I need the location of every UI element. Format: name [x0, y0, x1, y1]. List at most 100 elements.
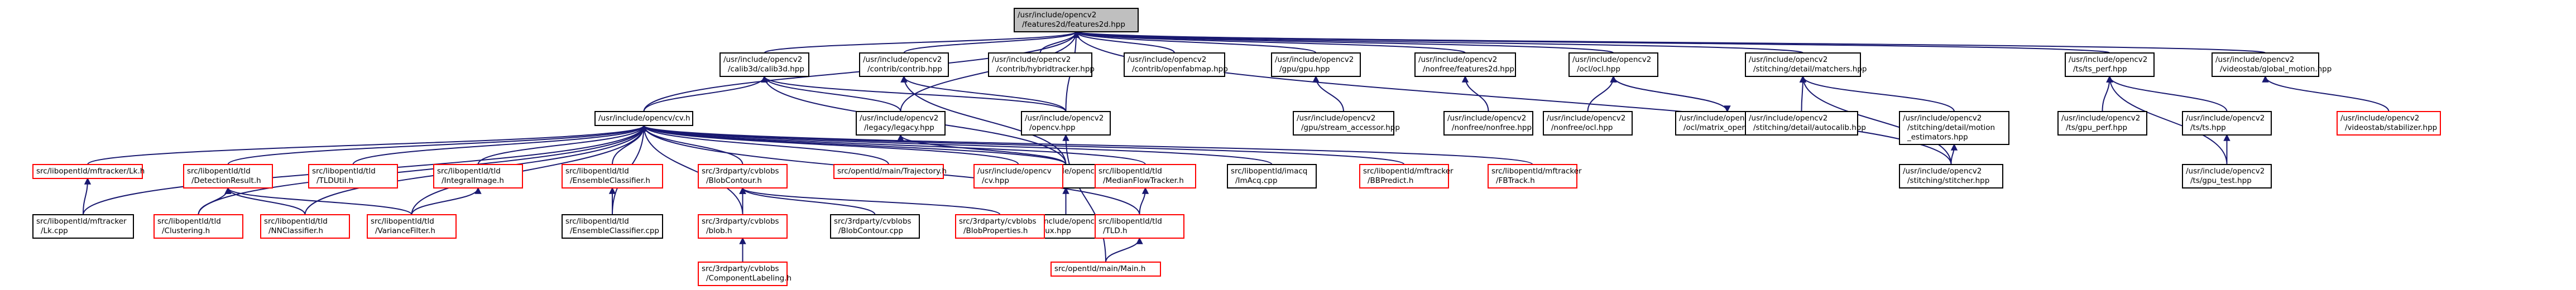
node-label: /nonfree/features2d.hpp — [1423, 65, 1514, 74]
edge-line — [742, 187, 876, 215]
node-oclhpp[interactable]: /usr/include/opencv2/nonfree/ocl.hpp — [1543, 111, 1633, 136]
edge-line — [1076, 31, 1175, 54]
node-hybrid[interactable]: /usr/include/opencv2/contrib/hybridtrack… — [988, 52, 1095, 77]
node-label: /DetectionResult.h — [191, 176, 261, 185]
node-nonfreehpp[interactable]: /usr/include/opencv2/nonfree/nonfree.hpp — [1443, 111, 1533, 136]
node-ensemblecpp[interactable]: src/libopentld/tld/EnsembleClassifier.cp… — [562, 214, 663, 239]
node-blobcontourcpp[interactable]: src/3rdparty/cvblobs/BlobContour.cpp — [830, 214, 920, 239]
node-globalmotion[interactable]: /usr/include/opencv2/videostab/global_mo… — [2212, 52, 2332, 77]
edge-matchers-to-stitcher — [1799, 75, 1952, 165]
node-label: /contrib/openfabmap.hpp — [1132, 65, 1228, 74]
node-variance[interactable]: src/libopentld/tld/VarianceFilter.h — [367, 214, 457, 239]
node-box — [308, 164, 398, 188]
node-medianflow[interactable]: src/libopentld/tld/MedianFlowTracker.h — [1095, 164, 1196, 188]
node-fbtrack[interactable]: src/libopentld/mftracker/FBTrack.h — [1488, 164, 1582, 188]
node-box — [1021, 111, 1111, 136]
node-box — [698, 164, 788, 188]
edge-line — [2109, 76, 2228, 112]
node-lkh[interactable]: src/libopentld/mftracker/Lk.h — [32, 164, 145, 179]
node-box — [2182, 111, 2272, 136]
node-matchers[interactable]: /usr/include/opencv2/stitching/detail/ma… — [1745, 52, 1867, 77]
node-legacy[interactable]: /usr/include/opencv2/legacy/legacy.hpp — [856, 111, 946, 136]
node-cvh[interactable]: /usr/include/opencv/cv.h — [594, 111, 693, 126]
node-tshpp[interactable]: /usr/include/opencv2/ts/ts.hpp — [2182, 111, 2272, 136]
node-bbpredict[interactable]: src/libopentld/mftracker/BBPredict.h — [1359, 164, 1454, 188]
node-streamacc[interactable]: /usr/include/opencv2/gpu/stream_accessor… — [1293, 111, 1400, 136]
node-label: /NNClassifier.h — [268, 226, 323, 235]
node-complabel[interactable]: src/3rdparty/cvblobs/ComponentLabeling.h — [698, 262, 791, 286]
node-label: /ts/ts.hpp — [2190, 123, 2226, 132]
node-label: /videostab/stabilizer.hpp — [2345, 123, 2437, 132]
edge-line — [903, 76, 1067, 112]
node-tldutil[interactable]: src/libopentld/tld/TLDUtil.h — [308, 164, 398, 188]
arrowhead-icon — [1062, 187, 1069, 194]
arrowhead-icon — [761, 75, 768, 83]
node-integralimage[interactable]: src/libopentld/tld/IntegralImage.h — [433, 164, 523, 188]
arrowhead-icon — [2262, 75, 2269, 83]
node-label: /gpu/stream_accessor.hpp — [1301, 123, 1400, 132]
node-cvhpp[interactable]: /usr/include/opencv/cv.hpp — [973, 164, 1063, 188]
node-motionest[interactable]: /usr/include/opencv2/stitching/detail/mo… — [1899, 111, 2009, 145]
node-label: /features2d/features2d.hpp — [1022, 20, 1125, 29]
node-label: /stitching/detail/matchers.hpp — [1753, 65, 1867, 74]
node-nonfree[interactable]: /usr/include/opencv2/nonfree/features2d.… — [1414, 52, 1516, 77]
node-label: /BlobContour.cpp — [838, 226, 903, 235]
node-label: src/libopentld/tld — [157, 217, 221, 226]
node-clustering[interactable]: src/libopentld/tld/Clustering.h — [153, 214, 243, 239]
node-blobh[interactable]: src/3rdparty/cvblobs/blob.h — [698, 214, 788, 239]
node-trajectory[interactable]: src/opentld/main/Trajectory.h — [833, 164, 947, 179]
node-label: /ts/gpu_perf.hpp — [2066, 123, 2127, 132]
node-box — [1227, 164, 1317, 188]
node-box — [433, 164, 523, 188]
node-label: src/libopentld/tld — [565, 167, 629, 176]
node-lkcpp[interactable]: src/libopentld/mftracker/Lk.cpp — [32, 214, 134, 239]
node-label: src/libopentld/tld — [1098, 167, 1162, 176]
edge-cvh-to-cvauxh — [640, 124, 1067, 165]
node-label: /MedianFlowTracker.h — [1103, 176, 1184, 185]
node-calib3d[interactable]: /usr/include/opencv2/calib3d/calib3d.hpp — [719, 52, 809, 77]
node-stitcher[interactable]: /usr/include/opencv2/stitching/stitcher.… — [1899, 164, 2003, 188]
node-detcascade[interactable]: src/libopentld/tld/DetectionResult.h — [183, 164, 273, 188]
node-ocl[interactable]: /usr/include/opencv2/ocl/ocl.hpp — [1568, 52, 1658, 77]
node-box — [1293, 111, 1394, 136]
node-gputest[interactable]: /usr/include/opencv2/ts/gpu_test.hpp — [2182, 164, 2272, 188]
arrowhead-icon — [608, 187, 616, 194]
edge-line — [1076, 31, 1614, 54]
node-label: /usr/include/opencv2 — [992, 55, 1071, 64]
node-contrib[interactable]: /usr/include/opencv2/contrib/contrib.hpp — [859, 52, 949, 77]
node-imacq[interactable]: src/libopentld/imacq/ImAcq.cpp — [1227, 164, 1317, 188]
node-nnclass[interactable]: src/libopentld/tld/NNClassifier.h — [260, 214, 350, 239]
node-gpu[interactable]: /usr/include/opencv2/gpu/gpu.hpp — [1271, 52, 1361, 77]
node-label: /ts/gpu_test.hpp — [2190, 176, 2252, 185]
node-label: /ImAcq.cpp — [1235, 176, 1278, 185]
edge-cvauxh-to-cvauxhpp — [1062, 187, 1069, 215]
node-openfab[interactable]: /usr/include/opencv2/contrib/openfabmap.… — [1124, 52, 1228, 77]
node-root[interactable]: /usr/include/opencv2/features2d/features… — [1014, 8, 1139, 32]
node-box — [153, 214, 243, 239]
node-label: src/libopentld/tld — [371, 217, 434, 226]
node-label: /usr/include/opencv2 — [1679, 114, 1758, 123]
edge-line — [900, 134, 1067, 165]
node-tsperf[interactable]: /usr/include/opencv2/ts/ts_perf.hpp — [2065, 52, 2155, 77]
edge-line — [643, 125, 1273, 165]
node-label: _estimators.hpp — [1907, 133, 1968, 142]
arrowhead-icon — [2223, 134, 2230, 141]
node-blobprops[interactable]: src/3rdparty/cvblobs/BlobProperties.h — [955, 214, 1045, 239]
node-stabilizer[interactable]: /usr/include/opencv2/videostab/stabilize… — [2337, 111, 2441, 136]
node-gpuperf[interactable]: /usr/include/opencv2/ts/gpu_perf.hpp — [2057, 111, 2147, 136]
node-label: /nonfree/nonfree.hpp — [1452, 123, 1532, 132]
node-label: /TLD.h — [1103, 226, 1128, 235]
node-opencvhpp[interactable]: /usr/include/opencv2/opencv.hpp — [1021, 111, 1111, 136]
node-label: /usr/include/opencv2 — [2069, 55, 2147, 64]
node-ensembleh[interactable]: src/libopentld/tld/EnsembleClassifier.h — [562, 164, 663, 188]
node-mainh[interactable]: src/opentld/main/Main.h — [1050, 262, 1161, 277]
node-tldh[interactable]: src/libopentld/tld/TLD.h — [1095, 214, 1184, 239]
node-label: /TLDUtil.h — [316, 176, 353, 185]
node-blobcontour[interactable]: src/3rdparty/cvblobs/BlobContour.h — [698, 164, 788, 188]
node-label: /nonfree/ocl.hpp — [1551, 123, 1613, 132]
nodes-layer: /usr/include/opencv2/features2d/features… — [32, 8, 2441, 286]
arrowhead-icon — [1799, 75, 1807, 83]
node-label: /FBTrack.h — [1496, 176, 1535, 185]
node-autocalib[interactable]: /usr/include/opencv2/stitching/detail/au… — [1745, 111, 1866, 136]
node-label: src/libopentld/mftracker — [36, 217, 127, 226]
